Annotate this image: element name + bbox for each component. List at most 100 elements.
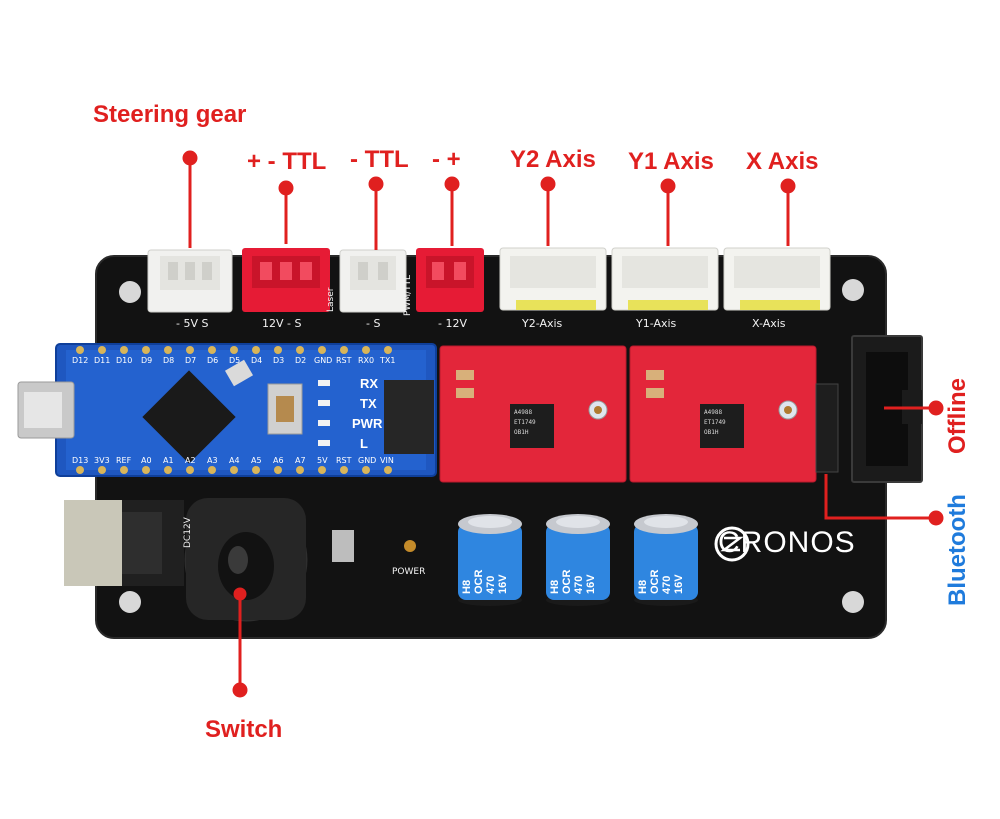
led-label-pwr: PWR — [352, 416, 383, 431]
y2-axis-label: Y2 Axis — [510, 146, 596, 173]
mount-hole-tr — [842, 279, 864, 301]
switch-label: Switch — [205, 716, 283, 743]
nano-pin-label: D10 — [116, 356, 133, 365]
y2-axis-connector — [499, 247, 607, 311]
ttl-power-silkscreen: 12V - S — [262, 317, 302, 330]
ttl-power-label: + - TTL — [247, 148, 327, 175]
nano-pin-label: RST — [336, 356, 352, 365]
driver-1-chip-line3: OB1H — [514, 429, 529, 436]
brand-logo-text: CRONOS — [718, 526, 856, 559]
mount-hole-tl — [119, 281, 141, 303]
nano-pin-label: TX1 — [380, 356, 396, 365]
steering-gear-label: Steering gear — [93, 101, 247, 128]
nano-pin-label: D2 — [295, 356, 307, 365]
ttl-power-connector — [242, 248, 330, 312]
capacitor-1 — [458, 514, 522, 606]
led-label-l: L — [360, 436, 368, 451]
nano-pin-label: A6 — [273, 456, 284, 465]
bluetooth-leader — [824, 474, 936, 520]
led-label-rx: RX — [360, 376, 379, 391]
nano-pin-label: RST — [336, 456, 352, 465]
nano-pin-label: D9 — [141, 356, 153, 365]
nano-pin-label: D5 — [229, 356, 241, 365]
nano-pin-label: A7 — [295, 456, 306, 465]
capacitor-2-text-2: OCR — [561, 569, 573, 594]
nano-pin-label: D4 — [251, 356, 263, 365]
laser-silkscreen: Laser — [326, 287, 336, 312]
nano-pin-label: D7 — [185, 356, 197, 365]
mcu-chip — [142, 370, 236, 464]
nano-pin-label: 5V — [317, 456, 328, 465]
y1-axis-connector — [611, 247, 719, 311]
y2-silkscreen: Y2-Axis — [522, 317, 563, 330]
capacitor-3-text-1: H8 — [637, 579, 649, 594]
arduino-nano — [17, 343, 437, 477]
power-led — [404, 540, 416, 552]
offline-label: Offline — [944, 378, 971, 454]
power12-silkscreen: - 12V — [438, 317, 467, 330]
stepper-driver-1 — [439, 345, 627, 483]
nano-pin-label: GND — [358, 456, 377, 465]
capacitor-1-text-2: OCR — [473, 569, 485, 594]
driver-2-chip-line2: ET1749 — [704, 419, 726, 426]
nano-pin-label: A5 — [251, 456, 262, 465]
bluetooth-header — [815, 383, 839, 473]
power-12v-connector — [416, 248, 484, 312]
nano-pin-label: D13 — [72, 456, 89, 465]
cronos-logo-icon — [714, 526, 750, 562]
capacitor-2-text-4: 16V — [585, 574, 597, 594]
nano-pin-label: REF — [116, 456, 132, 465]
nano-pin-label: RX0 — [358, 356, 375, 365]
capacitor-3-text-4: 16V — [673, 574, 685, 594]
toggle-switch — [184, 498, 354, 622]
nano-pin-label: VIN — [380, 456, 394, 465]
driver-2-chip-line3: OB1H — [704, 429, 719, 436]
power-led-silkscreen: POWER — [392, 567, 426, 577]
nano-pin-label: A2 — [185, 456, 196, 465]
stepper-driver-2 — [629, 345, 817, 483]
capacitor-1-text-4: 16V — [497, 574, 509, 594]
steering-silkscreen: - 5V S — [176, 317, 209, 330]
capacitor-3-text-3: 470 — [661, 575, 673, 594]
nano-pin-label: D12 — [72, 356, 89, 365]
nano-pin-label: 3V3 — [94, 456, 110, 465]
x-silkscreen: X-Axis — [752, 317, 786, 330]
capacitor-1-text-1: H8 — [461, 579, 473, 594]
bluetooth-label: Bluetooth — [944, 494, 971, 606]
x-axis-label: X Axis — [746, 148, 819, 175]
nano-pin-label: GND — [314, 356, 333, 365]
y1-silkscreen: Y1-Axis — [636, 317, 677, 330]
y1-axis-label: Y1 Axis — [628, 148, 714, 175]
steering-gear-connector — [147, 249, 233, 313]
led-label-tx: TX — [360, 396, 377, 411]
capacitor-2 — [546, 514, 610, 606]
mount-hole-bl — [119, 591, 141, 613]
x-axis-connector — [723, 247, 831, 311]
capacitor-2-text-3: 470 — [573, 575, 585, 594]
nano-pin-label: D3 — [273, 356, 285, 365]
capacitor-3-text-2: OCR — [649, 569, 661, 594]
ttl-connector — [339, 249, 407, 313]
nano-pin-label: D6 — [207, 356, 219, 365]
driver-2-chip-line1: A4988 — [704, 409, 723, 416]
nano-pin-label: D8 — [163, 356, 175, 365]
nano-pin-label: A4 — [229, 456, 240, 465]
driver-1-chip-line2: ET1749 — [514, 419, 536, 426]
power12-label: - + — [432, 146, 461, 173]
pwm-ttl-silkscreen: PWM/TTL — [403, 275, 413, 316]
mount-hole-br — [842, 591, 864, 613]
capacitor-1-text-3: 470 — [485, 575, 497, 594]
capacitor-3 — [634, 514, 698, 606]
dc12v-silkscreen: DC12V — [183, 517, 193, 548]
nano-pin-label: D11 — [94, 356, 111, 365]
nano-pin-label: A3 — [207, 456, 218, 465]
nano-pin-label: A1 — [163, 456, 174, 465]
ttl-label: - TTL — [350, 146, 409, 173]
driver-1-chip-line1: A4988 — [514, 409, 533, 416]
ttl-silkscreen: - S — [366, 317, 381, 330]
capacitor-2-text-1: H8 — [549, 579, 561, 594]
dc-jack — [64, 500, 184, 586]
nano-pin-label: A0 — [141, 456, 152, 465]
